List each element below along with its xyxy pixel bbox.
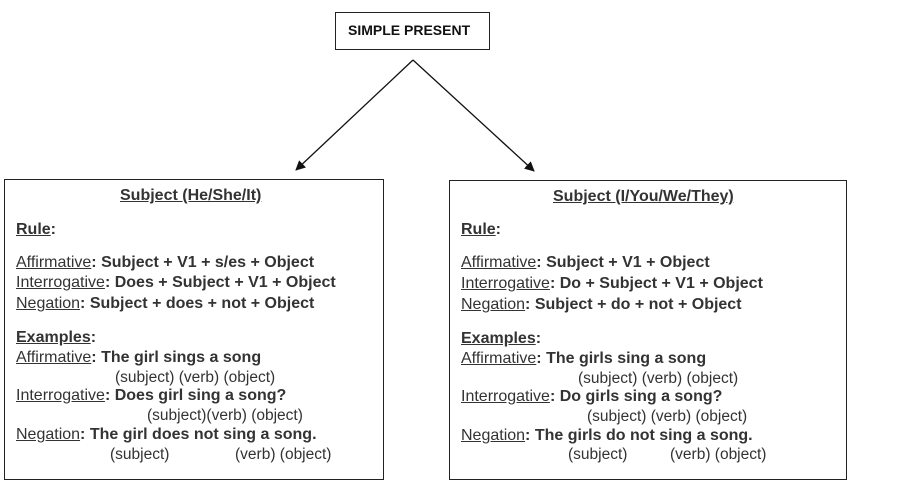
rule-affirmative: Affirmative: Subject + V1 + s/es + Objec… — [16, 254, 314, 272]
example-interrogative: Interrogative: Do girls sing a song? — [461, 388, 722, 406]
box-heading: Subject (He/She/It) — [120, 187, 262, 204]
example-colon: : — [536, 350, 547, 367]
example-label-affirmative: Affirmative — [16, 349, 92, 366]
arrow-left — [295, 59, 414, 171]
rule-label-interrogative: Interrogative — [461, 275, 550, 292]
example-sentence: Do girls sing a song? — [559, 388, 723, 405]
rule-interrogative: Interrogative: Does + Subject + V1 + Obj… — [16, 274, 336, 292]
examples-heading: Examples: — [16, 329, 96, 347]
example-sentence: The girls sing a song — [546, 350, 707, 367]
examples-colon: : — [90, 329, 97, 346]
rule-label: Rule — [461, 221, 496, 238]
box-he-she-it: Subject (He/She/It) Rule: Affirmative: S… — [4, 179, 384, 480]
diagram-title: SIMPLE PRESENT — [348, 22, 471, 38]
rule-affirmative: Affirmative: Subject + V1 + Object — [461, 254, 710, 272]
arrow-right — [412, 59, 535, 172]
examples-label: Examples — [461, 330, 536, 347]
rule-colon: : — [495, 221, 501, 238]
rule-formula: Subject + does + not + Object — [89, 295, 315, 312]
rule-colon: : — [91, 254, 102, 271]
example-sentence: The girl does not sing a song. — [89, 426, 317, 443]
rule-formula: Does + Subject + V1 + Object — [114, 274, 336, 291]
rule-formula: Subject + V1 + s/es + Object — [101, 254, 315, 271]
rule-colon: : — [549, 275, 560, 292]
rule-label-affirmative: Affirmative — [16, 254, 92, 271]
example-note-subject: (subject) — [568, 446, 628, 463]
example-interrogative: Interrogative: Does girl sing a song? — [16, 387, 286, 405]
examples-heading: Examples: — [461, 330, 541, 348]
rule-formula: Do + Subject + V1 + Object — [559, 275, 763, 292]
rule-label-interrogative: Interrogative — [16, 274, 105, 291]
box-i-you-we-they: Subject (I/You/We/They) Rule: Affirmativ… — [449, 180, 847, 480]
example-label-interrogative: Interrogative — [16, 387, 105, 404]
rule-colon: : — [536, 254, 547, 271]
example-label-interrogative: Interrogative — [461, 388, 550, 405]
examples-label: Examples — [16, 329, 91, 346]
rule-label-affirmative: Affirmative — [461, 254, 537, 271]
example-negation: Negation: The girl does not sing a song. — [16, 426, 317, 444]
rule-negation: Negation: Subject + does + not + Object — [16, 295, 314, 313]
example-note-verb-object: (verb) (object) — [235, 446, 332, 463]
rule-colon: : — [104, 274, 115, 291]
rule-heading: Rule: — [461, 221, 501, 239]
example-note-verb-object: (verb) (object) — [670, 446, 767, 463]
rule-label-negation: Negation — [461, 296, 526, 313]
rule-interrogative: Interrogative: Do + Subject + V1 + Objec… — [461, 275, 763, 293]
example-affirmative: Affirmative: The girls sing a song — [461, 350, 706, 368]
example-negation: Negation: The girls do not sing a song. — [461, 427, 753, 445]
example-colon: : — [80, 426, 90, 443]
rule-colon: : — [525, 296, 535, 313]
example-colon: : — [549, 388, 560, 405]
example-note: (subject) (verb) (object) — [578, 370, 739, 387]
example-colon: : — [525, 427, 535, 444]
examples-colon: : — [535, 330, 542, 347]
rule-colon: : — [80, 295, 90, 312]
example-label-negation: Negation — [16, 426, 81, 443]
example-affirmative: Affirmative: The girl sings a song — [16, 349, 261, 367]
rule-heading: Rule: — [16, 221, 56, 239]
example-colon: : — [104, 387, 115, 404]
example-note: (subject) (verb) (object) — [587, 408, 748, 425]
rule-formula: Subject + V1 + Object — [546, 254, 710, 271]
example-sentence: The girls do not sing a song. — [534, 427, 753, 444]
rule-label: Rule — [16, 221, 51, 238]
example-label-negation: Negation — [461, 427, 526, 444]
example-note: (subject)(verb) (object) — [147, 407, 303, 424]
example-colon: : — [91, 349, 102, 366]
rule-formula: Subject + do + not + Object — [534, 296, 742, 313]
rule-colon: : — [50, 221, 56, 238]
example-note-subject: (subject) — [110, 446, 170, 463]
example-note: (subject) (verb) (object) — [115, 369, 276, 386]
title-box: SIMPLE PRESENT — [335, 12, 490, 50]
example-label-affirmative: Affirmative — [461, 350, 537, 367]
example-sentence: Does girl sing a song? — [114, 387, 287, 404]
example-sentence: The girl sings a song — [101, 349, 262, 366]
box-heading: Subject (I/You/We/They) — [553, 188, 734, 205]
rule-label-negation: Negation — [16, 295, 81, 312]
rule-negation: Negation: Subject + do + not + Object — [461, 296, 742, 314]
